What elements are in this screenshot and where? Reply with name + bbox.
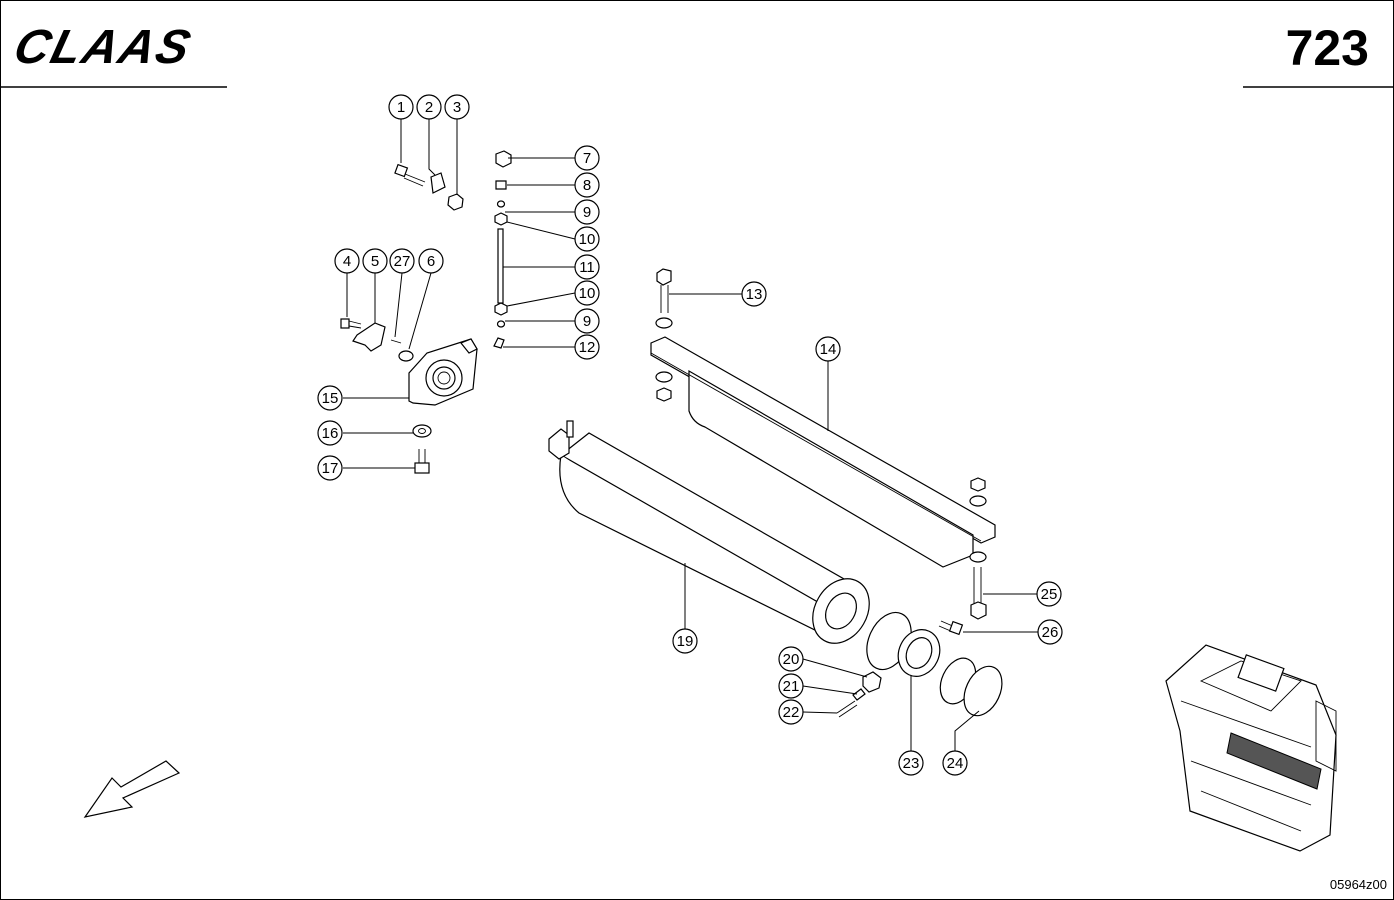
callout-26: 26: [1037, 619, 1063, 645]
svg-text:11: 11: [579, 259, 595, 276]
part-bolt-1: [394, 163, 426, 187]
part-bracket-2: [430, 172, 446, 194]
part-o-rings-24: [939, 657, 1003, 717]
svg-text:5: 5: [371, 253, 379, 270]
drawing-code: 05964z00: [1330, 877, 1387, 892]
part-cap-20: [862, 671, 882, 693]
svg-text:20: 20: [783, 651, 800, 668]
svg-text:25: 25: [1041, 586, 1058, 603]
part-flange-23: [866, 611, 941, 677]
svg-text:12: 12: [579, 339, 596, 356]
part-tube-11: [497, 228, 504, 304]
page-number: 723: [1286, 20, 1369, 76]
part-washer-16: [412, 424, 432, 438]
part-nut-3: [447, 193, 464, 211]
svg-text:15: 15: [322, 390, 339, 407]
logo-text: CLAAS: [9, 21, 198, 74]
part-scraper-bar-14: [650, 336, 996, 568]
callout-5: 5: [362, 248, 388, 274]
svg-text:6: 6: [427, 253, 435, 270]
svg-text:21: 21: [783, 678, 800, 695]
callout-15: 15: [317, 385, 343, 411]
callout-4: 4: [334, 248, 360, 274]
callout-2: 2: [416, 94, 442, 120]
part-roller-19: [548, 420, 870, 644]
callout-16: 16: [317, 420, 343, 446]
part-bolt-17: [414, 449, 430, 474]
callout-19: 19: [672, 628, 698, 654]
part-bolt-13: [655, 268, 673, 402]
callout-1: 1: [388, 94, 414, 120]
callout-17: 17: [317, 455, 343, 481]
svg-text:17: 17: [322, 460, 339, 477]
svg-text:3: 3: [453, 99, 461, 116]
callout-21: 21: [778, 673, 804, 699]
part-fitting-21: [852, 688, 866, 701]
callout-25: 25: [1036, 581, 1062, 607]
svg-text:8: 8: [583, 177, 591, 194]
callout-23: 23: [898, 750, 924, 776]
svg-text:27: 27: [394, 253, 411, 270]
svg-text:9: 9: [583, 313, 591, 330]
callout-11: 11: [574, 254, 600, 280]
callout-14: 14: [815, 336, 841, 362]
part-washer-6: [398, 350, 414, 362]
svg-text:4: 4: [343, 253, 351, 270]
part-bolt-26: [938, 620, 964, 636]
leader-lines: [343, 119, 1038, 751]
svg-text:24: 24: [947, 755, 964, 772]
callout-10-top: 10: [574, 226, 600, 252]
svg-text:16: 16: [322, 425, 339, 442]
svg-text:2: 2: [425, 99, 433, 116]
part-bolt-25: [969, 477, 987, 620]
svg-text:23: 23: [903, 755, 920, 772]
callout-22: 22: [778, 699, 804, 725]
svg-text:19: 19: [677, 633, 694, 650]
svg-text:14: 14: [820, 341, 837, 358]
part-nut-10-bottom: [494, 302, 508, 316]
svg-text:10: 10: [579, 285, 596, 302]
claas-logo: CLAAS: [9, 21, 198, 74]
svg-text:10: 10: [579, 231, 596, 248]
part-fitting-7: [495, 150, 512, 168]
svg-text:22: 22: [783, 704, 800, 721]
callout-20: 20: [778, 646, 804, 672]
part-pin-27: [390, 339, 402, 344]
callout-12: 12: [574, 334, 600, 360]
callout-24: 24: [942, 750, 968, 776]
part-ring-9-top: [496, 200, 506, 208]
svg-text:1: 1: [397, 99, 405, 116]
callout-27: 27: [389, 248, 415, 274]
callout-3: 3: [444, 94, 470, 120]
callout-9-top: 9: [574, 199, 600, 225]
direction-arrow-icon: [83, 760, 181, 818]
svg-text:26: 26: [1042, 624, 1059, 641]
part-ring-9-bottom: [496, 320, 506, 328]
part-bearing-housing-15: [408, 338, 478, 406]
part-plate-5: [352, 322, 386, 352]
callout-8: 8: [574, 172, 600, 198]
part-elbow-12: [493, 337, 505, 349]
callout-9-bottom: 9: [574, 308, 600, 334]
callout-7: 7: [574, 145, 600, 171]
svg-text:13: 13: [746, 286, 763, 303]
svg-text:9: 9: [583, 204, 591, 221]
callout-10-bottom: 10: [574, 280, 600, 306]
callout-13: 13: [741, 281, 767, 307]
part-bolt-4: [340, 318, 362, 329]
part-screw-22: [836, 700, 858, 718]
part-adapter-8: [495, 180, 507, 190]
callout-6: 6: [418, 248, 444, 274]
svg-text:7: 7: [583, 150, 591, 167]
part-nut-10-top: [494, 212, 508, 226]
machine-overview-thumbnail: [1165, 644, 1337, 852]
